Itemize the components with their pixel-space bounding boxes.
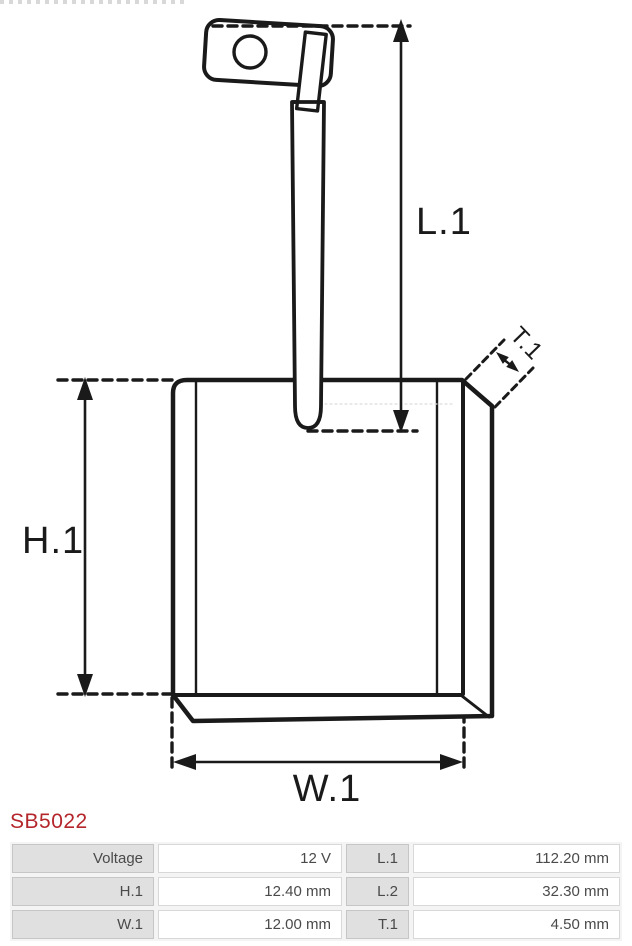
spec-key-cell: T.1 [346, 910, 409, 939]
spec-key-cell: W.1 [12, 910, 154, 939]
spec-key-cell: H.1 [12, 877, 154, 906]
spec-value-cell: 112.20 mm [413, 844, 620, 873]
dim-label-h1: H.1 [22, 520, 84, 562]
spec-key-cell: L.2 [346, 877, 409, 906]
part-number: SB5022 [10, 810, 88, 833]
cropped-logo-edge-artifact [0, 0, 188, 4]
crimp-tab [294, 30, 328, 113]
spec-value-cell: 4.50 mm [413, 910, 620, 939]
spec-value-cell: 32.30 mm [413, 877, 620, 906]
terminal-lug [202, 17, 335, 113]
dim-w1-lines [170, 696, 466, 774]
spec-value-cell: 12.40 mm [158, 877, 342, 906]
dim-label-w1: W.1 [293, 768, 361, 810]
lead-wire [290, 100, 326, 430]
eyelet-hole [232, 34, 268, 70]
brush-body [170, 377, 495, 724]
spec-key-cell: Voltage [12, 844, 154, 873]
dim-label-t1: T.1 [505, 322, 549, 366]
brush-technical-diagram: L.1 H.1 W.1 T.1 [22, 17, 549, 810]
dim-t1-lines [464, 338, 535, 409]
spec-key-cell: L.1 [346, 844, 409, 873]
dim-h1-lines [56, 377, 174, 697]
spec-value-cell: 12.00 mm [158, 910, 342, 939]
dim-label-l1: L.1 [416, 201, 472, 243]
dim-l1-lines [211, 19, 419, 433]
spec-value-cell: 12 V [158, 844, 342, 873]
diagram-svg: L.1 H.1 W.1 T.1 [22, 17, 549, 810]
specs-table: Voltage 12 V L.1 112.20 mm H.1 12.40 mm … [10, 842, 622, 941]
